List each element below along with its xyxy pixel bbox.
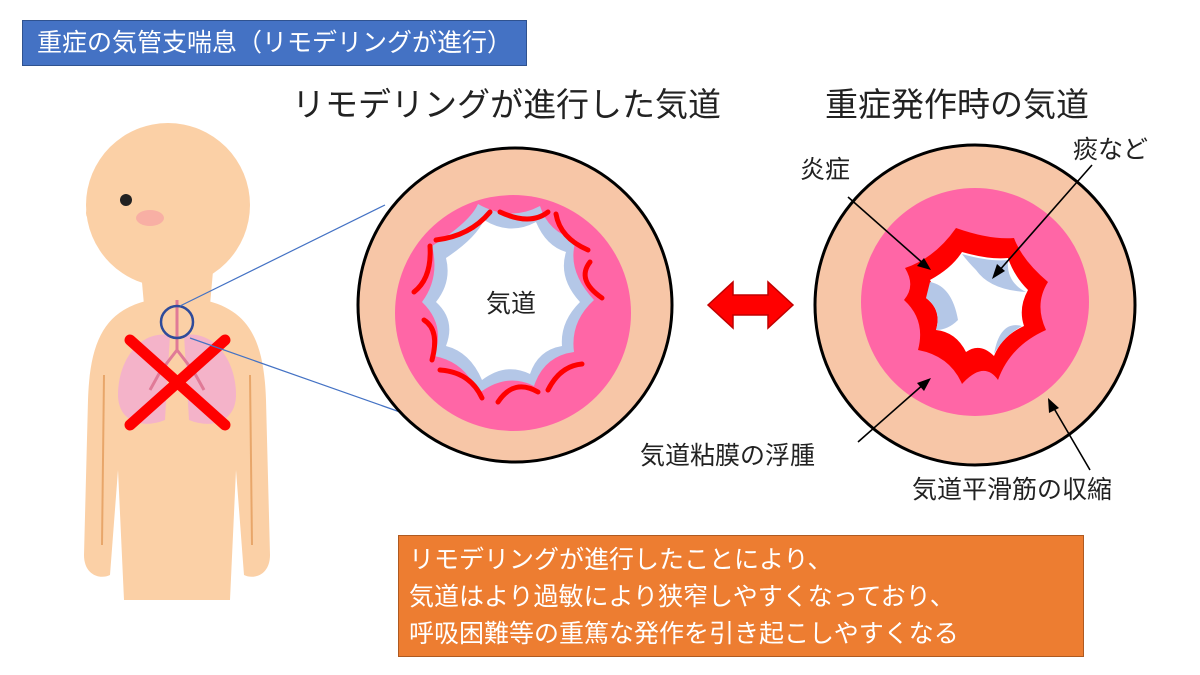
summary-line: 呼吸困難等の重篤な発作を引き起こしやすくなる xyxy=(409,619,959,648)
heading-severe-attack-airway: 重症発作時の気道 xyxy=(825,85,1089,124)
child-figure xyxy=(84,123,270,600)
page-title: 重症の気管支喘息（リモデリングが進行） xyxy=(22,20,528,66)
cheek-blush xyxy=(136,210,164,226)
airway-label: 気道 xyxy=(486,289,537,318)
eye xyxy=(120,194,132,206)
leader-arrows xyxy=(847,164,1093,471)
severe-attack-airway-section xyxy=(813,143,1137,467)
sputum-label: 痰など xyxy=(1073,135,1149,164)
smooth-muscle-contraction-label: 気道平滑筋の収縮 xyxy=(912,475,1113,504)
inflammation-arcs xyxy=(411,209,605,405)
heading-remodeled-airway: リモデリングが進行した気道 xyxy=(292,85,721,124)
airway-lumen xyxy=(436,220,580,380)
comparison-double-arrow xyxy=(706,280,795,330)
summary-box: リモデリングが進行したことにより、 気道はより過敏により狭窄しやすくなっており、… xyxy=(398,535,1084,657)
inflammation-label: 炎症 xyxy=(800,155,851,184)
arm-crease-left xyxy=(101,374,105,546)
trachea-focus-circle xyxy=(159,304,195,340)
summary-line: リモデリングが進行したことにより、 xyxy=(409,545,833,574)
head xyxy=(86,123,250,287)
summary-line: 気道はより過敏により狭窄しやすくなっており、 xyxy=(409,582,955,611)
cross-mark xyxy=(124,334,231,431)
mucosal-edema-label: 気道粘膜の浮腫 xyxy=(640,441,816,470)
sputum-deposits xyxy=(926,254,1026,354)
zoom-line-bottom xyxy=(189,337,401,413)
remodeled-airway-section xyxy=(356,146,674,464)
zoom-line-top xyxy=(179,204,386,307)
nose xyxy=(86,200,92,222)
arm-crease-right xyxy=(249,374,253,546)
